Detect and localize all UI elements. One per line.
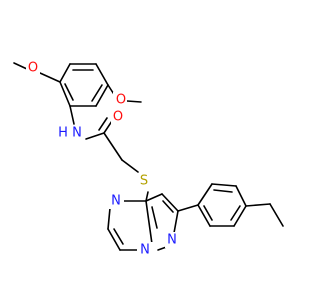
molecule-structure-diagram: O O O N H S N N N <box>13 60 284 258</box>
atom-label-hydrogen: H <box>58 126 68 141</box>
atom-label-sulfur: S <box>140 174 148 189</box>
atom-label-nitrogen: N <box>111 194 121 209</box>
atom-label-nitrogen: N <box>140 243 150 258</box>
bond-lines <box>13 62 284 251</box>
atom-label-oxygen: O <box>28 61 38 76</box>
atom-label-oxygen: O <box>116 93 126 108</box>
atom-label-oxygen: O <box>113 110 123 125</box>
atom-label-nitrogen: N <box>72 126 82 141</box>
atom-label-nitrogen: N <box>167 233 177 248</box>
atom-labels: O O O N H S N N N <box>26 60 180 258</box>
